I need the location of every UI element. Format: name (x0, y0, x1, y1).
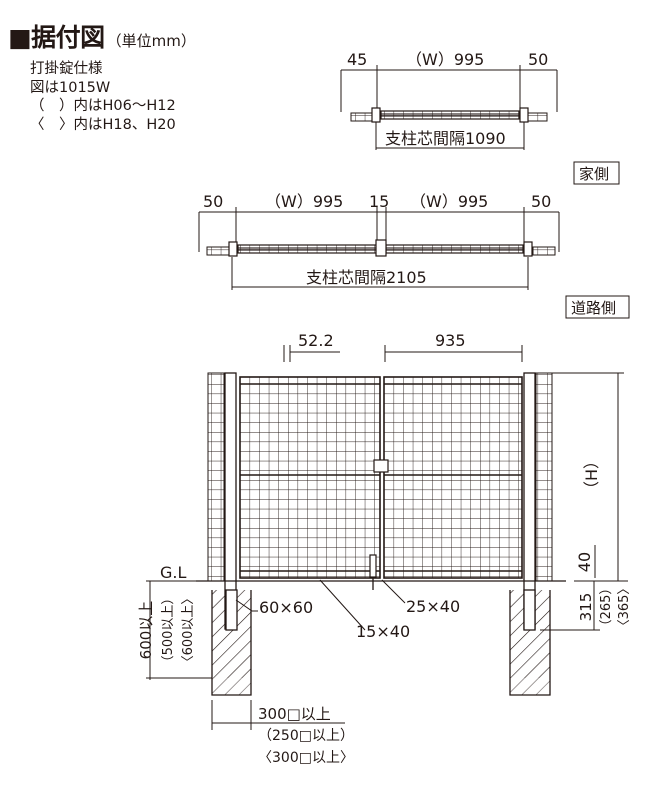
found-width-main: 300□以上 (258, 705, 331, 723)
house-side-text: 家側 (579, 165, 609, 183)
dim-single-left-gap: 45 (347, 50, 367, 69)
dim-bottom-gap: 40 (575, 552, 594, 572)
found-width-angle: 〈300□以上〉 (258, 750, 354, 766)
embed-depth-angle: 〈365〉 (617, 582, 632, 633)
post-size-label: 60×60 (259, 598, 313, 617)
dim-single-width: （W）995 (406, 50, 484, 69)
title-main: ■据付図 (8, 23, 105, 52)
frame-size-label: 15×40 (356, 622, 410, 641)
plan-view-double-gate (198, 207, 560, 290)
title-unit: （単位mm） (106, 32, 196, 50)
found-depth-paren: （500以上） (161, 592, 176, 669)
dim-double-center-gap: 15 (369, 192, 389, 211)
dim-double-right-width: （W）995 (410, 192, 488, 211)
note-paren-range: （ ）内はH06～H12 (30, 98, 176, 114)
dim-double-right-gap: 50 (531, 192, 551, 211)
dim-single-pitch: 支柱芯間隔1090 (385, 129, 506, 148)
diagram-title: ■据付図（単位mm） (8, 18, 196, 54)
dim-single-right-gap: 50 (528, 50, 548, 69)
plan-double-labels: 50 （W）995 15 （W）995 50 支柱芯間隔2105 (203, 192, 551, 287)
latch-size-label: 25×40 (406, 597, 460, 616)
label-road-side: 道路側 (565, 295, 630, 319)
plan-single-labels: 45 （W）995 50 支柱芯間隔1090 (347, 50, 548, 148)
plan-view-single-gate (340, 65, 558, 150)
elevation-view (146, 345, 628, 730)
note-lock-type: 打掛錠仕様 (30, 61, 103, 77)
ground-line-label: G.L (160, 563, 186, 582)
elevation-labels: 52.2 935 （H） 40 G.L 60×60 25×40 15×40 31… (137, 331, 632, 766)
dim-mesh-pitch: 52.2 (298, 331, 334, 350)
found-depth-angle: 〈600以上〉 (181, 592, 196, 669)
found-depth-main: 600以上 (137, 601, 155, 660)
embed-depth-main: 315 (577, 593, 595, 622)
dim-double-pitch: 支柱芯間隔2105 (306, 268, 427, 287)
dim-double-left-gap: 50 (203, 192, 223, 211)
dim-height: （H） (582, 453, 601, 497)
dim-leaf-width: 935 (435, 331, 466, 350)
note-angle-range: 〈 〉内はH18、H20 (30, 116, 176, 133)
label-house-side: 家側 (573, 161, 620, 185)
found-width-paren: （250□以上） (258, 728, 354, 744)
dim-double-left-width: （W）995 (265, 192, 343, 211)
embed-depth-paren: （265） (599, 582, 614, 633)
road-side-text: 道路側 (571, 299, 616, 317)
notes-block: 打掛錠仕様 図は1015W （ ）内はH06～H12 〈 〉内はH18、H20 (30, 60, 176, 134)
note-figure-size: 図は1015W (30, 79, 111, 96)
